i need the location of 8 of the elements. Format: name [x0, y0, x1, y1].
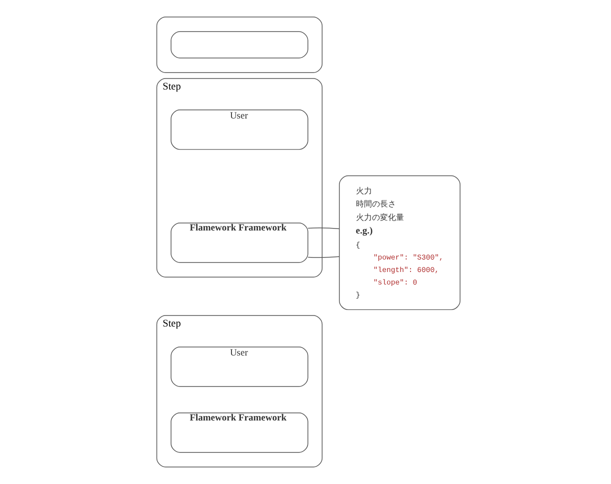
node-box: Flamework Framework	[170, 412, 308, 453]
cluster	[156, 16, 322, 73]
node-box: Flamework Framework	[170, 222, 308, 263]
connector	[308, 228, 340, 230]
node-box: User	[170, 110, 308, 150]
node-box: User	[170, 346, 308, 387]
connector	[308, 256, 340, 258]
node-box	[170, 31, 308, 58]
